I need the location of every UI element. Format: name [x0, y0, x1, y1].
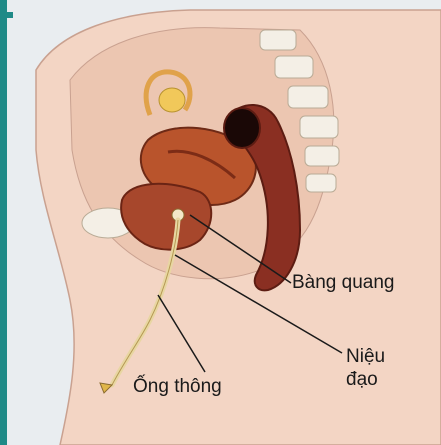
label-bladder: Bàng quang	[292, 271, 395, 294]
label-urethra: Niệu đạo	[346, 345, 385, 391]
label-urethra-line1: Niệu	[346, 345, 385, 368]
rectum-lumen	[224, 108, 260, 148]
label-urethra-line2: đạo	[346, 368, 385, 391]
ovary	[159, 88, 185, 112]
label-catheter: Ống thông	[133, 375, 222, 398]
